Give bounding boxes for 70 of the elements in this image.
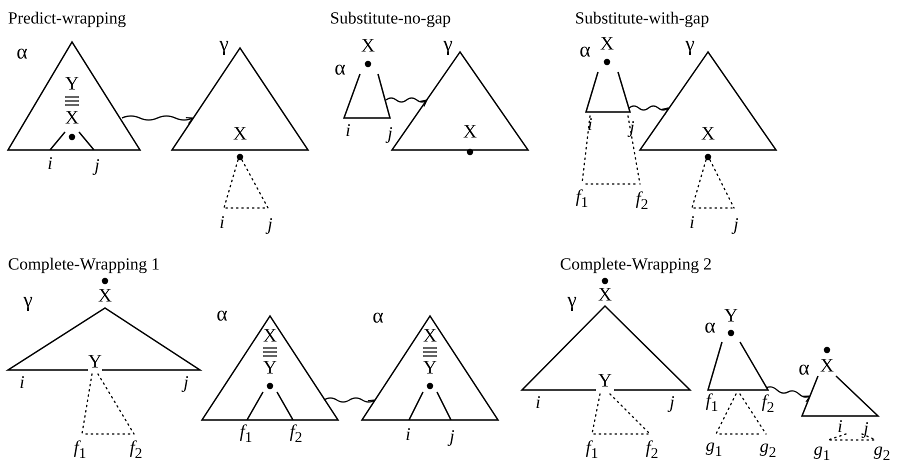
tree-name: α <box>704 316 716 336</box>
tree-name: α <box>580 40 590 60</box>
leaf-index: g$_{1}$ <box>706 436 722 460</box>
category-symbol: X <box>600 34 614 54</box>
category-symbol: X <box>361 36 375 56</box>
leaf-index: g$_{2}$ <box>760 437 776 461</box>
leaf-index: i <box>536 393 540 411</box>
tree-name: γ <box>567 290 577 310</box>
tree-name: α <box>334 58 346 78</box>
panel-title: Substitute-with-gap <box>575 10 710 26</box>
category-symbol: Y <box>88 352 102 372</box>
leaf-index: i <box>48 154 52 172</box>
leaf-index: i <box>406 425 410 443</box>
leads-to-arrow <box>386 97 428 107</box>
leads-to-arrow <box>628 105 669 115</box>
category-symbol: X <box>463 122 477 142</box>
leaf-index: j <box>450 427 454 445</box>
category-symbol: Y <box>423 358 437 378</box>
tree-name: α <box>16 42 28 62</box>
category-symbol: X <box>263 326 277 346</box>
leaf-index: j <box>388 124 392 142</box>
leaf-index: f$_{1}$ <box>586 438 598 462</box>
leaf-index: f$_{2}$ <box>130 438 142 462</box>
leaf-index: f$_{2}$ <box>636 189 648 213</box>
category-symbol: Y <box>724 306 738 326</box>
leaf-index: f$_{1}$ <box>706 391 718 415</box>
leads-to-arrow <box>122 115 194 124</box>
tree-name: α <box>372 306 384 326</box>
leaf-index: f$_{1}$ <box>74 438 86 462</box>
leaf-index: i <box>838 417 842 435</box>
leaf-index: j <box>94 156 100 174</box>
category-symbol: X <box>423 326 437 346</box>
panel-title: Substitute-no-gap <box>330 10 451 26</box>
leaf-index: j <box>268 215 272 233</box>
tree-name: γ <box>219 34 229 54</box>
panel-title: Complete-Wrapping 2 <box>560 256 712 272</box>
tree-name: γ <box>443 34 453 54</box>
category-symbol: Y <box>263 358 277 378</box>
leaf-index: f$_{2}$ <box>762 392 774 416</box>
leaf-index: g$_{1}$ <box>814 440 830 464</box>
tree-name: γ <box>23 290 33 310</box>
leaf-index: g$_{2}$ <box>874 440 890 464</box>
category-symbol: X <box>98 286 112 306</box>
leaf-index: j <box>630 118 634 136</box>
leaf-index: i <box>20 373 24 391</box>
leaf-index: f$_{2}$ <box>290 422 302 446</box>
category-symbol: X <box>598 286 612 304</box>
leaf-index: i <box>690 213 694 231</box>
leaf-index: i <box>346 121 350 139</box>
leaf-index: j <box>670 393 674 411</box>
leaf-index: i <box>220 213 224 231</box>
tree-name: γ <box>685 34 695 54</box>
leaf-index: f$_{1}$ <box>576 187 588 211</box>
tree-name: α <box>798 358 810 378</box>
category-symbol: X <box>701 124 715 144</box>
leaf-index: j <box>734 215 738 233</box>
leaf-index: i <box>588 115 592 133</box>
category-symbol: Y <box>598 372 612 390</box>
leaf-index: f$_{2}$ <box>646 438 658 462</box>
panel-title: Complete-Wrapping 1 <box>8 256 160 272</box>
category-symbol: X <box>820 356 834 376</box>
leaf-index: j <box>184 373 188 391</box>
category-symbol: Y <box>65 74 79 94</box>
leaf-index: f$_{1}$ <box>240 422 252 446</box>
category-symbol: X <box>65 108 79 128</box>
category-symbol: X <box>233 124 247 144</box>
panel-title: Predict-wrapping <box>8 10 126 26</box>
leads-to-arrow <box>766 386 811 402</box>
tree-name: α <box>216 304 228 324</box>
leaf-index: j <box>864 419 868 437</box>
